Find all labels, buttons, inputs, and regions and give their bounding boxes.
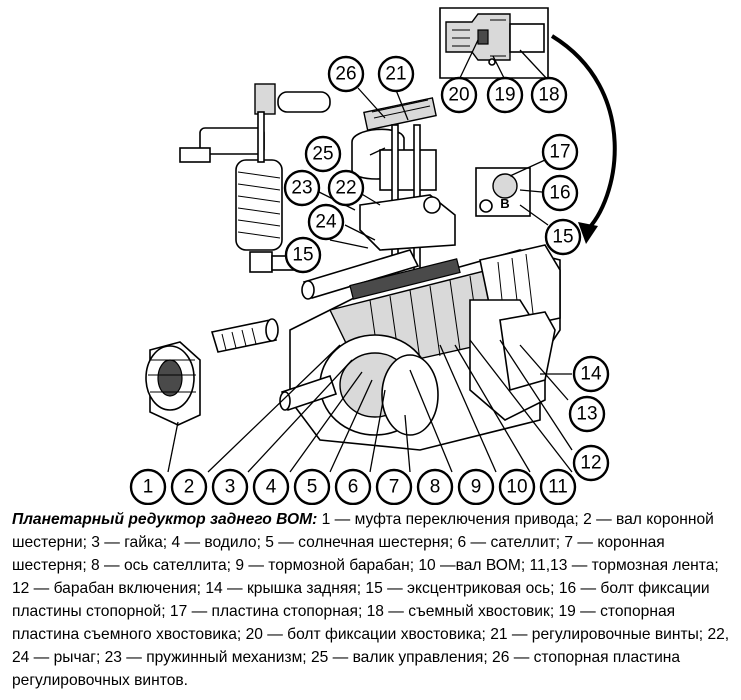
svg-text:19: 19 xyxy=(494,85,515,106)
stop-plate-inset-drawing: B xyxy=(475,167,531,217)
svg-text:12: 12 xyxy=(580,453,601,474)
svg-text:6: 6 xyxy=(348,477,359,498)
callout-11: 11 xyxy=(539,468,577,505)
pto-shaft-drawing xyxy=(279,374,338,412)
svg-text:16: 16 xyxy=(549,183,570,204)
callout-4: 4 xyxy=(252,468,290,505)
callout-23: 23 xyxy=(283,169,321,207)
svg-text:18: 18 xyxy=(538,85,559,106)
callout-3: 3 xyxy=(211,468,249,505)
callout-13: 13 xyxy=(568,395,606,433)
svg-text:10: 10 xyxy=(506,477,527,498)
callout-19: 19 xyxy=(486,76,524,114)
callout-12: 12 xyxy=(572,444,610,482)
svg-text:1: 1 xyxy=(143,477,154,498)
svg-text:13: 13 xyxy=(576,404,597,425)
callout-6: 6 xyxy=(334,468,372,505)
callout-22: 22 xyxy=(327,169,365,207)
callout-9: 9 xyxy=(457,468,495,505)
svg-text:20: 20 xyxy=(448,85,469,106)
callout-20: 20 xyxy=(440,76,478,114)
svg-text:17: 17 xyxy=(549,142,570,163)
callout-26: 26 xyxy=(327,55,365,93)
svg-text:7: 7 xyxy=(389,477,400,498)
svg-text:11: 11 xyxy=(548,477,568,498)
shank-inset-drawing xyxy=(439,7,549,79)
spring-mechanism-drawing xyxy=(179,83,331,273)
svg-text:8: 8 xyxy=(430,477,441,498)
svg-text:5: 5 xyxy=(307,477,318,498)
svg-text:21: 21 xyxy=(385,64,406,85)
svg-text:15: 15 xyxy=(292,245,313,266)
svg-text:26: 26 xyxy=(335,64,356,85)
callout-16: 16 xyxy=(541,174,579,212)
ring-gear-shaft-drawing xyxy=(210,318,279,353)
inset-arrow-head xyxy=(578,222,598,244)
figure-caption: Планетарный редуктор заднего ВОМ: 1 — му… xyxy=(12,508,732,692)
callout-1: 1 xyxy=(129,468,167,505)
svg-text:2: 2 xyxy=(184,477,195,498)
svg-text:22: 22 xyxy=(335,178,356,199)
callout-7: 7 xyxy=(375,468,413,505)
svg-text:23: 23 xyxy=(291,178,312,199)
callout-15-left: 15 xyxy=(284,236,322,274)
svg-text:3: 3 xyxy=(225,477,236,498)
svg-text:15: 15 xyxy=(552,227,573,248)
callout-2: 2 xyxy=(170,468,208,505)
svg-text:9: 9 xyxy=(471,477,482,498)
callout-25: 25 xyxy=(304,135,342,173)
svg-text:25: 25 xyxy=(312,144,333,165)
svg-text:4: 4 xyxy=(266,477,277,498)
callout-18: 18 xyxy=(530,76,568,114)
callout-17: 17 xyxy=(541,133,579,171)
svg-text:24: 24 xyxy=(315,212,337,233)
inset-letter-b: B xyxy=(500,196,509,211)
planetary-housing-drawing xyxy=(289,244,561,451)
callout-14: 14 xyxy=(572,355,610,393)
leader-lines xyxy=(167,39,573,473)
callout-10: 10 xyxy=(498,468,536,505)
svg-text:14: 14 xyxy=(580,364,602,385)
callout-24: 24 xyxy=(307,203,345,241)
caption-title: Планетарный редуктор заднего ВОМ: xyxy=(12,511,318,528)
drive-clutch-drawing xyxy=(145,341,201,426)
callout-21: 21 xyxy=(377,55,415,93)
callout-8: 8 xyxy=(416,468,454,505)
gearbox-exploded-diagram: B 1 2 3 4 5 6 7 8 9 10 11 xyxy=(129,7,617,505)
caption-text: 1 — муфта переключения привода; 2 — вал … xyxy=(12,511,730,689)
callout-15-right: 15 xyxy=(544,218,582,256)
inset-arrow xyxy=(550,34,617,234)
eccentric-axis-drawing xyxy=(301,249,420,300)
callout-5: 5 xyxy=(293,468,331,505)
